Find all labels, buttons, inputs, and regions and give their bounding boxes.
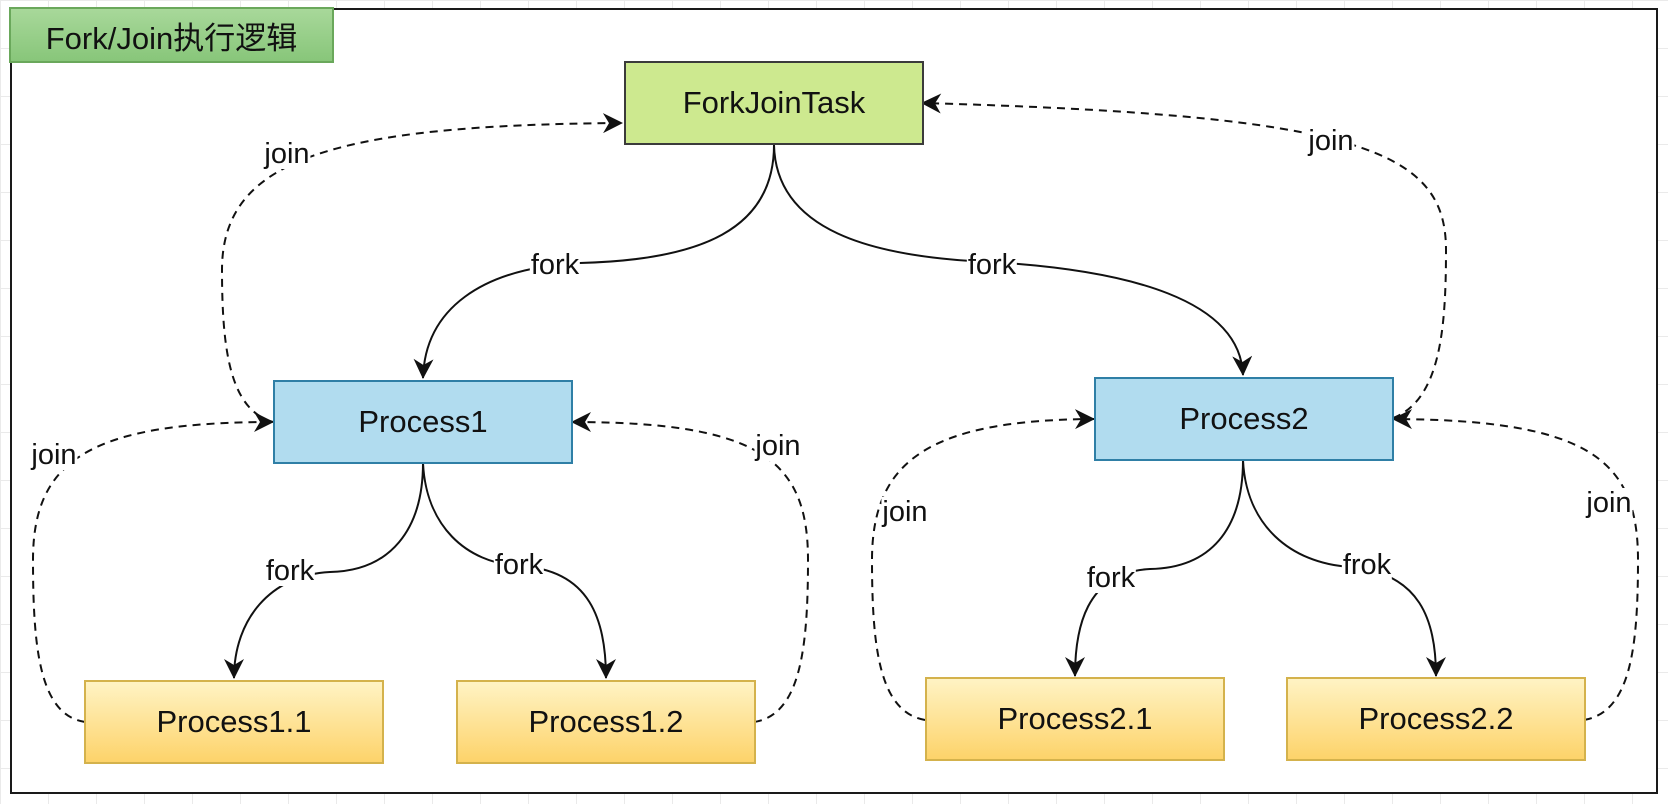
edge-join-p22-p2 [1392, 409, 1640, 721]
label-join-p11-p1: join [30, 439, 78, 471]
edge-join-p12-p1 [571, 412, 810, 723]
label-frok-p2-p22: frok [1341, 549, 1393, 581]
label-fork-p2-p21: fork [1085, 562, 1137, 594]
node-process1: Process1 [273, 380, 573, 464]
node-process1-1: Process1.1 [84, 680, 384, 764]
node-process1-2: Process1.2 [456, 680, 756, 764]
label-join-p21-p2: join [881, 496, 929, 528]
label-fork-p1-p12: fork [493, 549, 545, 581]
label-join-p1-root: join [263, 138, 311, 170]
node-forkjointask: ForkJoinTask [624, 61, 924, 145]
node-process2: Process2 [1094, 377, 1394, 461]
diagram-title: Fork/Join执行逻辑 [9, 7, 334, 63]
label-join-p2-root: join [1307, 125, 1355, 157]
edge-join-p2-root [921, 93, 1448, 419]
edge-join-p11-p1 [31, 412, 274, 723]
edge-fork-root-p1 [413, 144, 775, 379]
label-join-p12-p1: join [754, 430, 802, 462]
edge-join-p21-p2 [870, 409, 1095, 721]
edge-fork-p1-p11 [224, 462, 424, 679]
edge-join-p1-root [220, 113, 623, 423]
label-join-p22-p2: join [1585, 487, 1633, 519]
edge-frok-p2-p22 [1242, 459, 1446, 677]
label-fork-root-p2: fork [966, 249, 1018, 281]
label-fork-root-p1: fork [529, 249, 581, 281]
node-process2-2: Process2.2 [1286, 677, 1586, 761]
label-fork-p1-p11: fork [264, 555, 316, 587]
edge-fork-p2-p21 [1065, 459, 1244, 677]
node-process2-1: Process2.1 [925, 677, 1225, 761]
